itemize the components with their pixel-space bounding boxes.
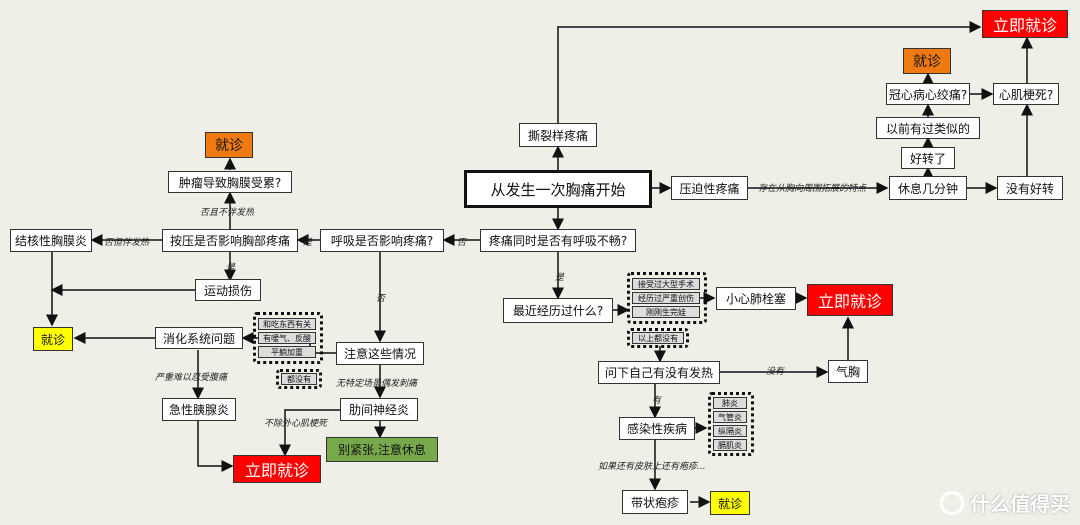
yes2-label: 是: [226, 263, 236, 273]
fixed-label: 无特定场景偶发刺痛: [336, 379, 418, 389]
severe-label: 严重难以忍受腹痛: [155, 373, 228, 383]
yes1-label: 是: [303, 238, 313, 248]
recent-item-1: 接受过大型手术: [632, 278, 700, 290]
relax-node: 别紧张,注意休息: [326, 437, 438, 462]
recent-none-group: [627, 328, 689, 348]
pancreatitis-node: 急性胰腺炎: [162, 398, 236, 421]
digest-item-3: 平躺加重: [258, 346, 316, 358]
digest-group: [253, 312, 323, 364]
infect-item-2: 气管炎: [713, 411, 747, 423]
spread-label: 存在从胸向周围拓展的特点: [758, 184, 867, 194]
skin-label: 如果还有皮肤上还有疱疹...: [598, 462, 706, 472]
recent-item-2: 经历过严重创伤: [632, 292, 700, 304]
not-better-node: 没有好转: [997, 176, 1063, 200]
visit-tumor-node: 就诊: [205, 132, 253, 158]
digest-item-1: 和吃东西有关: [258, 318, 316, 330]
infect-item-3: 纵隔炎: [713, 425, 747, 437]
er-top-node: 立即就诊: [982, 10, 1068, 38]
oppressive-node: 压迫性疼痛: [671, 176, 748, 200]
watermark: 什么值得买: [940, 488, 1070, 517]
digest-none: 都没有: [281, 373, 317, 385]
visit-left-node: 就诊: [33, 327, 73, 351]
digest-item-2: 有嗳气、反酸: [258, 332, 316, 344]
recent-item-3: 刚刚生完娃: [632, 306, 700, 318]
no-fever-label: 否但伴发热: [104, 238, 150, 248]
tearing-node: 撕裂样疼痛: [519, 123, 597, 147]
visit-top-node: 就诊: [903, 48, 951, 74]
start-node: 从发生一次胸痛开始: [464, 170, 652, 208]
infect-item-4: 膈肌炎: [713, 439, 747, 451]
recent-none: 以上都没有: [632, 332, 684, 344]
tumor-node: 肿瘤导致胸膜受累?: [168, 171, 292, 193]
infect-group: [708, 392, 754, 456]
recent-node: 最近经历过什么?: [503, 298, 613, 323]
not-breath-label: 否且不伴发热: [200, 208, 255, 218]
er-mid-node: 立即就诊: [807, 284, 893, 316]
infect-node: 感染性疾病: [619, 417, 695, 440]
angina-node: 冠心病心绞痛?: [886, 83, 970, 105]
none-label: 没有: [766, 367, 785, 377]
press-node: 按压是否影响胸部疼痛: [162, 229, 298, 252]
watermark-text: 什么值得买: [970, 492, 1070, 516]
mi-node: 心肌梗死?: [993, 83, 1059, 105]
sport-node: 运动损伤: [195, 279, 261, 301]
better-node: 好转了: [901, 147, 955, 169]
exclude-label: 不除外心肌梗死: [264, 419, 328, 429]
tb-node: 结核性胸膜炎: [10, 229, 92, 252]
infect-item-1: 肺炎: [713, 397, 747, 409]
recent-group: [627, 272, 707, 324]
digest-node: 消化系统问题: [155, 327, 243, 349]
digest-none-group: [276, 369, 322, 389]
pneumo-node: 气胸: [828, 360, 868, 383]
yes3-label: 是: [555, 273, 565, 283]
er-bottom-node: 立即就诊: [233, 455, 321, 483]
no2-label: 否: [376, 294, 386, 304]
has-label: 有: [652, 396, 662, 406]
pe-node: 小心肺栓塞: [716, 287, 796, 310]
had-before-node: 以前有过类似的: [876, 117, 980, 139]
fever-node: 问下自己有没有发热: [598, 361, 720, 384]
intercostal-node: 肋间神经炎: [340, 398, 418, 421]
rest-node: 休息几分钟: [889, 176, 967, 200]
no1-label: 否: [457, 238, 467, 248]
notice-node: 注意这些情况: [336, 342, 424, 365]
breath-node: 疼痛同时是否有呼吸不畅?: [480, 229, 636, 252]
visit-bottom-node: 就诊: [710, 491, 750, 515]
shingles-node: 带状疱疹: [622, 490, 688, 514]
watermark-logo-icon: [940, 490, 964, 515]
breath-affect-node: 呼吸是否影响疼痛?: [320, 229, 444, 252]
